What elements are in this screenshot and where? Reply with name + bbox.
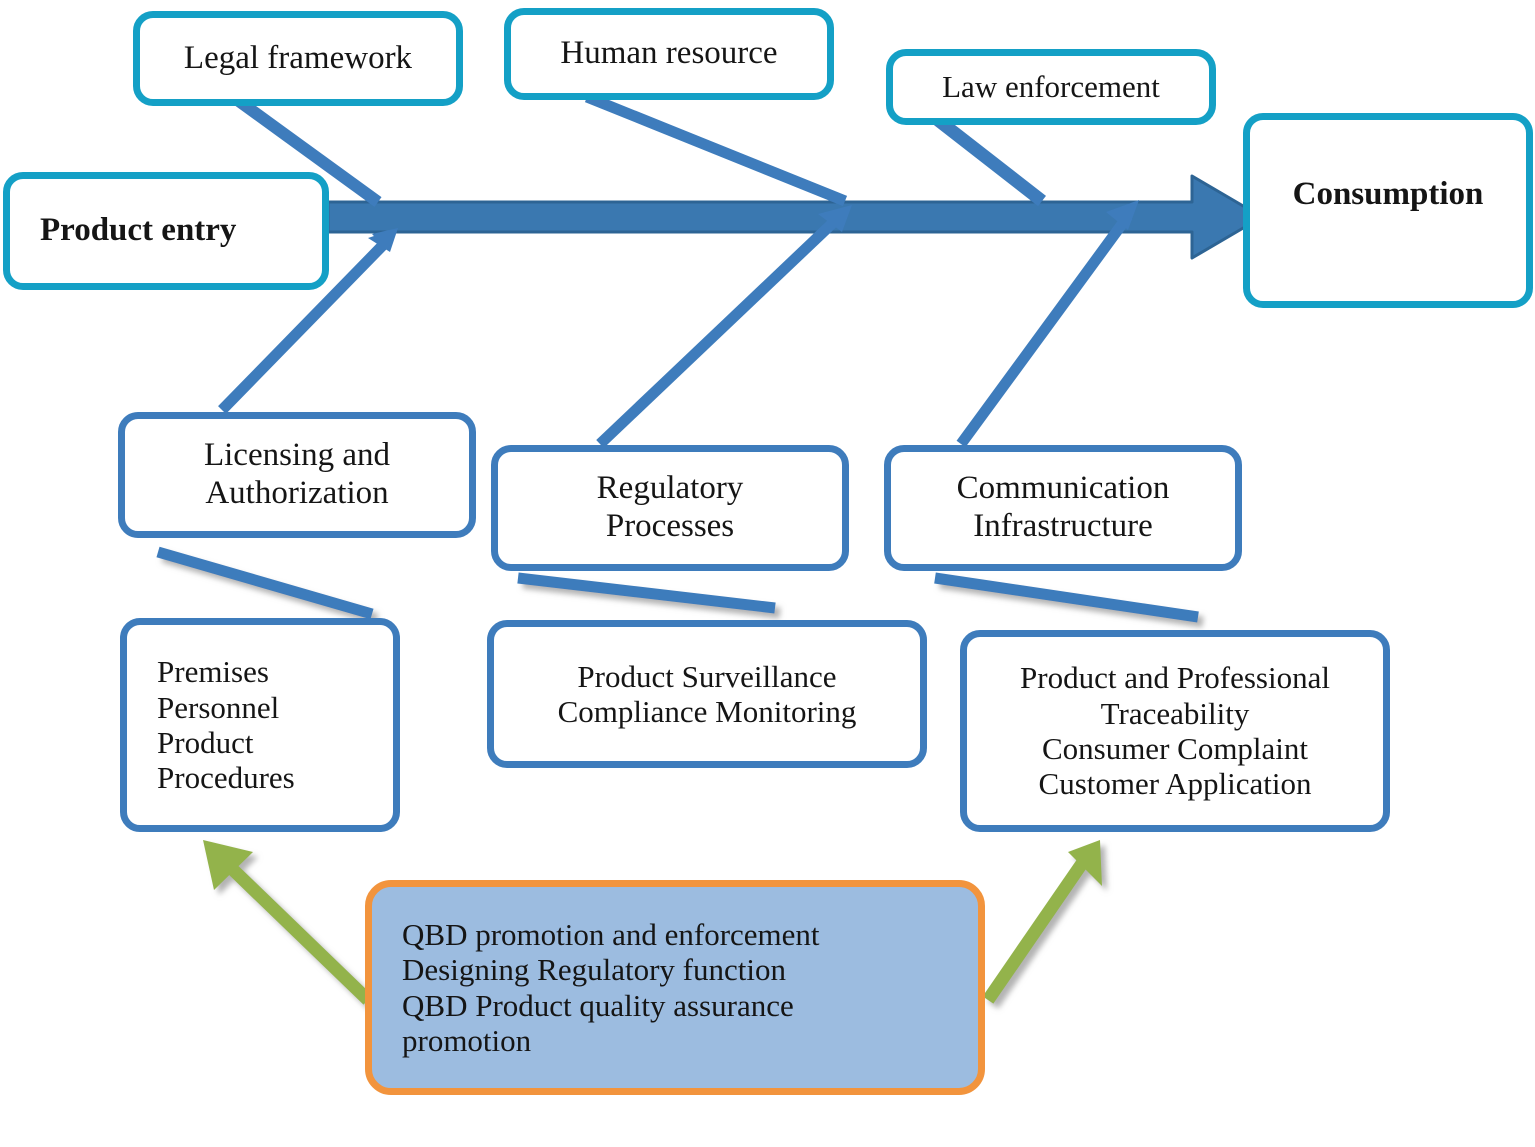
traceability-line-4: Customer Application xyxy=(1038,766,1312,802)
node-human-resource-label: Human resource xyxy=(560,35,778,72)
surveillance-line-1: Product Surveillance xyxy=(577,658,837,694)
node-communication-infrastructure[interactable]: Communication Infrastructure xyxy=(884,445,1242,571)
node-law-enforcement-label: Law enforcement xyxy=(942,69,1160,105)
licensing-line-1: Licensing and xyxy=(203,437,391,474)
qbd-to-premises-green-arrow xyxy=(203,840,373,1005)
spine-arrow xyxy=(326,174,1264,260)
regulatory-line-2: Processes xyxy=(605,508,735,544)
node-product-surveillance[interactable]: Product Surveillance Compliance Monitori… xyxy=(487,620,927,768)
node-premises-personnel-label: Premises Personnel Product Procedures xyxy=(157,654,393,795)
node-regulatory-processes[interactable]: Regulatory Processes xyxy=(491,445,849,571)
node-consumption[interactable]: Consumption xyxy=(1243,113,1533,308)
node-premises-personnel[interactable]: Premises Personnel Product Procedures xyxy=(120,618,400,832)
node-qbd-promotion[interactable]: QBD promotion and enforcement Designing … xyxy=(365,880,985,1095)
node-legal-framework[interactable]: Legal framework xyxy=(133,11,463,106)
node-product-entry-label: Product entry xyxy=(40,212,237,249)
node-consumption-label: Consumption xyxy=(1292,176,1484,212)
node-traceability-complaint[interactable]: Product and Professional Traceability Co… xyxy=(960,630,1390,832)
licensing-line-2: Authorization xyxy=(205,475,389,511)
node-licensing-authorization[interactable]: Licensing and Authorization xyxy=(118,412,476,538)
communication-branch-arrow xyxy=(956,200,1139,448)
communication-to-traceability-line xyxy=(934,572,1199,623)
premises-line-1: Premises xyxy=(157,654,269,690)
law-branch-line xyxy=(934,114,1046,207)
human-branch-line xyxy=(584,91,848,207)
premises-line-2: Personnel xyxy=(157,689,280,725)
node-communication-infrastructure-label: Communication Infrastructure xyxy=(891,470,1235,545)
node-traceability-complaint-label: Product and Professional Traceability Co… xyxy=(981,660,1369,801)
qbd-line-4: promotion xyxy=(402,1022,532,1058)
traceability-line-3: Consumer Complaint xyxy=(1041,731,1309,766)
surveillance-line-2: Compliance Monitoring xyxy=(557,694,857,729)
node-regulatory-processes-label: Regulatory Processes xyxy=(498,470,842,545)
traceability-line-1: Product and Professional xyxy=(1020,660,1330,696)
traceability-line-2: Traceability xyxy=(1100,695,1250,731)
regulatory-to-surveillance-line xyxy=(517,572,776,614)
qbd-line-3: QBD Product quality assurance xyxy=(402,987,794,1023)
licensing-to-premises-line xyxy=(156,546,374,620)
qbd-line-1: QBD promotion and enforcement xyxy=(402,916,820,952)
node-licensing-authorization-label: Licensing and Authorization xyxy=(125,437,469,512)
regulatory-branch-arrow xyxy=(596,205,852,448)
node-product-surveillance-label: Product Surveillance Compliance Monitori… xyxy=(508,659,906,730)
communication-line-2: Infrastructure xyxy=(973,508,1153,544)
node-law-enforcement[interactable]: Law enforcement xyxy=(886,49,1216,125)
node-human-resource[interactable]: Human resource xyxy=(504,8,834,100)
node-legal-framework-label: Legal framework xyxy=(183,39,413,76)
premises-line-4: Procedures xyxy=(157,760,295,796)
premises-line-3: Product xyxy=(157,725,254,760)
qbd-line-2: Designing Regulatory function xyxy=(402,952,786,988)
communication-line-1: Communication xyxy=(956,470,1170,507)
node-qbd-promotion-label: QBD promotion and enforcement Designing … xyxy=(372,917,978,1058)
node-product-entry[interactable]: Product entry xyxy=(3,172,329,290)
qbd-to-traceability-green-arrow xyxy=(982,840,1102,1004)
regulatory-line-1: Regulatory xyxy=(596,470,744,507)
